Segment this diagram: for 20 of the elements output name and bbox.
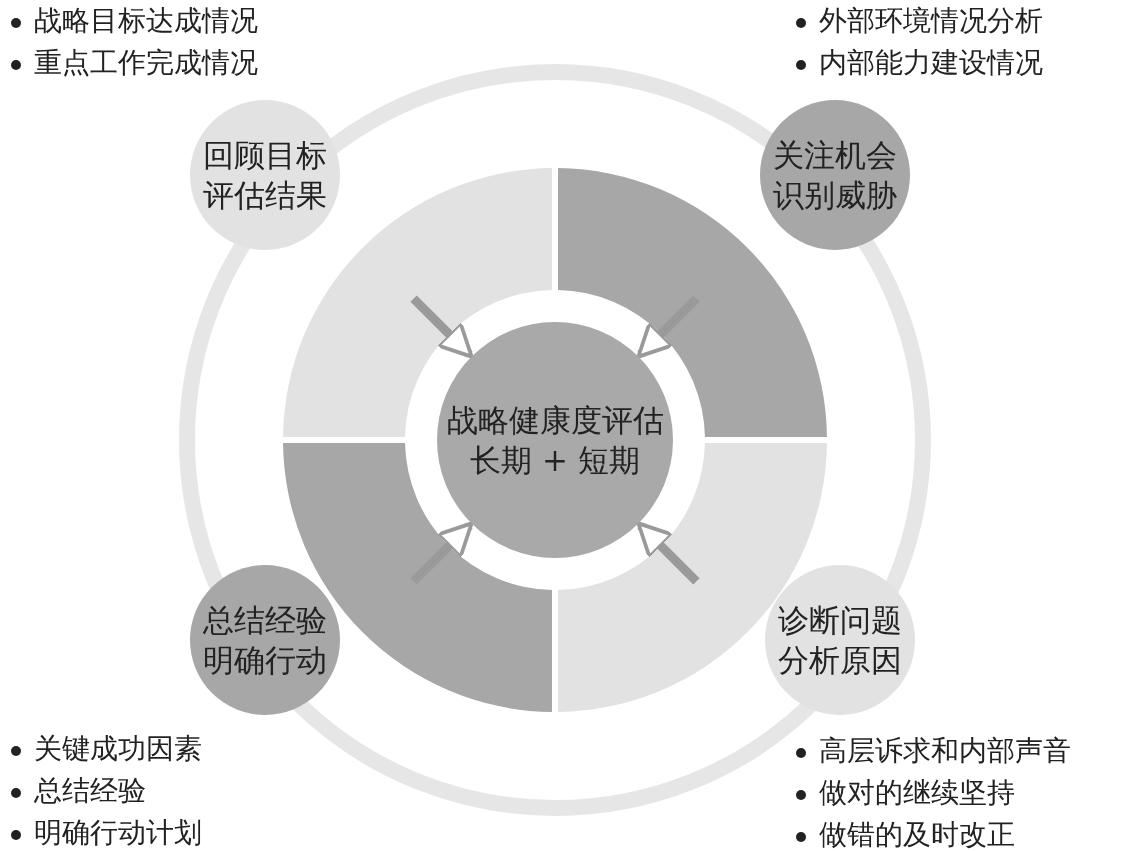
circle-text: 战略健康度评估 <box>446 401 664 440</box>
bullet-text: 做对的继续坚持 <box>819 776 1015 809</box>
arrow <box>636 295 700 359</box>
circle-text: 关注机会识别威胁 <box>772 136 898 215</box>
arrow <box>636 521 700 585</box>
bullet-text: 高层诉求和内部声音 <box>819 734 1071 767</box>
bullet-text: 战略目标达成情况 <box>34 4 258 37</box>
circle-text: 回顾目标评估结果 <box>202 136 328 215</box>
bullet-text: 明确行动计划 <box>34 816 202 849</box>
bullet-text: 重点工作完成情况 <box>34 46 258 79</box>
circle-text: 总结经验明确行动 <box>202 601 328 680</box>
bullet-text: 总结经验 <box>34 774 146 807</box>
bullet-text: 内部能力建设情况 <box>819 46 1043 79</box>
bullet-text: 做错的及时改正 <box>819 818 1015 851</box>
arrow <box>410 521 474 585</box>
bullet-text: 关键成功因素 <box>34 732 202 765</box>
bullet-text: 外部环境情况分析 <box>819 4 1043 37</box>
circle-text: 诊断问题分析原因 <box>777 601 903 680</box>
arrow <box>410 295 474 359</box>
circle-text: 长期 + 短期 <box>470 441 640 480</box>
